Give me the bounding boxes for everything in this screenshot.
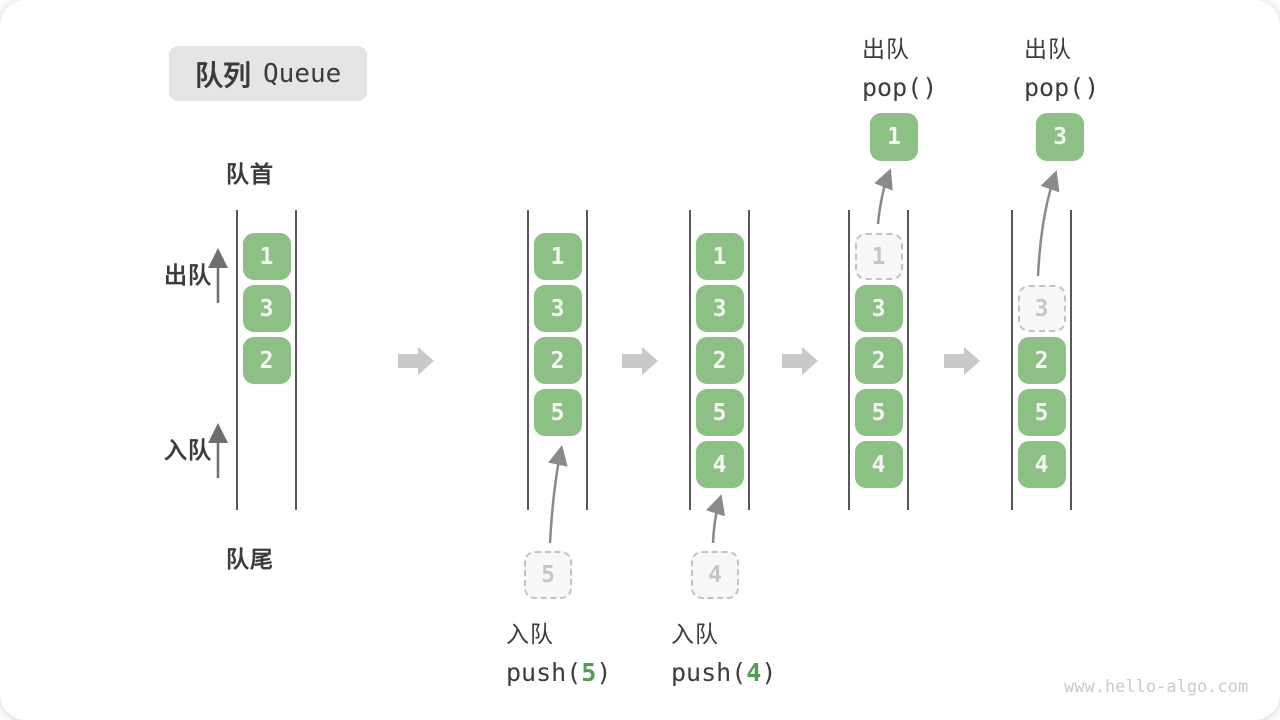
label-queue-rear: 队尾 [226,546,274,572]
queue-item: 2 [854,337,903,384]
title-zh: 队列 [195,59,252,91]
state-transition-arrow-3 [782,347,818,375]
queue-item: 5 [533,389,582,436]
state-transition-arrow-1 [398,347,434,375]
queue-item: 3 [854,285,903,332]
state-transition-arrow-4 [944,347,980,375]
queue-item-ghost: 1 [854,233,903,280]
pending-item-4: 4 [691,551,739,599]
op-push5-cn: 入队 [506,621,554,647]
op-push5-code: push(5) [506,658,611,687]
label-enqueue-side: 入队 [164,437,212,463]
label-dequeue-side: 出队 [164,262,212,288]
label-queue-front: 队首 [226,161,274,187]
op-push4-code: push(4) [671,658,776,687]
queue-item: 2 [533,337,582,384]
op-pop1-cn: 出队 [862,36,910,62]
state-transition-arrow-2 [622,347,658,375]
queue-item: 2 [1017,337,1066,384]
queue-state-3: 1 3 2 5 4 [689,210,750,510]
op-label-pop-2: 出队 pop() [1024,30,1099,102]
queue-state-4: 1 3 2 5 4 [848,210,909,510]
pending-item-5: 5 [524,551,572,599]
op-pop2-cn: 出队 [1024,36,1072,62]
popped-item-3: 3 [1036,113,1084,161]
title-en: Queue [263,58,342,89]
queue-item: 4 [854,441,903,488]
queue-state-1: 1 3 2 [236,210,297,510]
queue-item: 3 [242,285,291,332]
queue-state-2: 1 3 2 5 [527,210,588,510]
op-push4-close: ) [761,658,777,687]
queue-item: 5 [695,389,744,436]
watermark: www.hello-algo.com [1064,677,1249,697]
op-label-pop-1: 出队 pop() [862,30,937,102]
queue-item: 2 [242,337,291,384]
queue-item: 3 [695,285,744,332]
popped-item-1: 1 [870,113,918,161]
queue-item: 3 [533,285,582,332]
queue-item: 5 [1017,389,1066,436]
queue-item: 2 [695,337,744,384]
op-push5-arg: 5 [581,658,597,687]
op-pop2-code: pop() [1024,73,1100,102]
queue-item: 4 [695,441,744,488]
op-push4-fn: push( [671,658,747,687]
op-label-push5: 入队 push(5) [506,615,611,687]
op-push5-fn: push( [506,658,582,687]
queue-item-ghost: 3 [1017,285,1066,332]
queue-state-5: 3 2 5 4 [1011,210,1072,510]
op-label-push4: 入队 push(4) [671,615,776,687]
op-pop1-code: pop() [862,73,938,102]
op-push4-cn: 入队 [671,621,719,647]
op-push5-close: ) [596,658,612,687]
queue-item: 1 [695,233,744,280]
op-push4-arg: 4 [746,658,762,687]
queue-item: 1 [533,233,582,280]
title-badge: 队列 Queue [169,46,368,101]
queue-item: 5 [854,389,903,436]
queue-item: 4 [1017,441,1066,488]
queue-item: 1 [242,233,291,280]
